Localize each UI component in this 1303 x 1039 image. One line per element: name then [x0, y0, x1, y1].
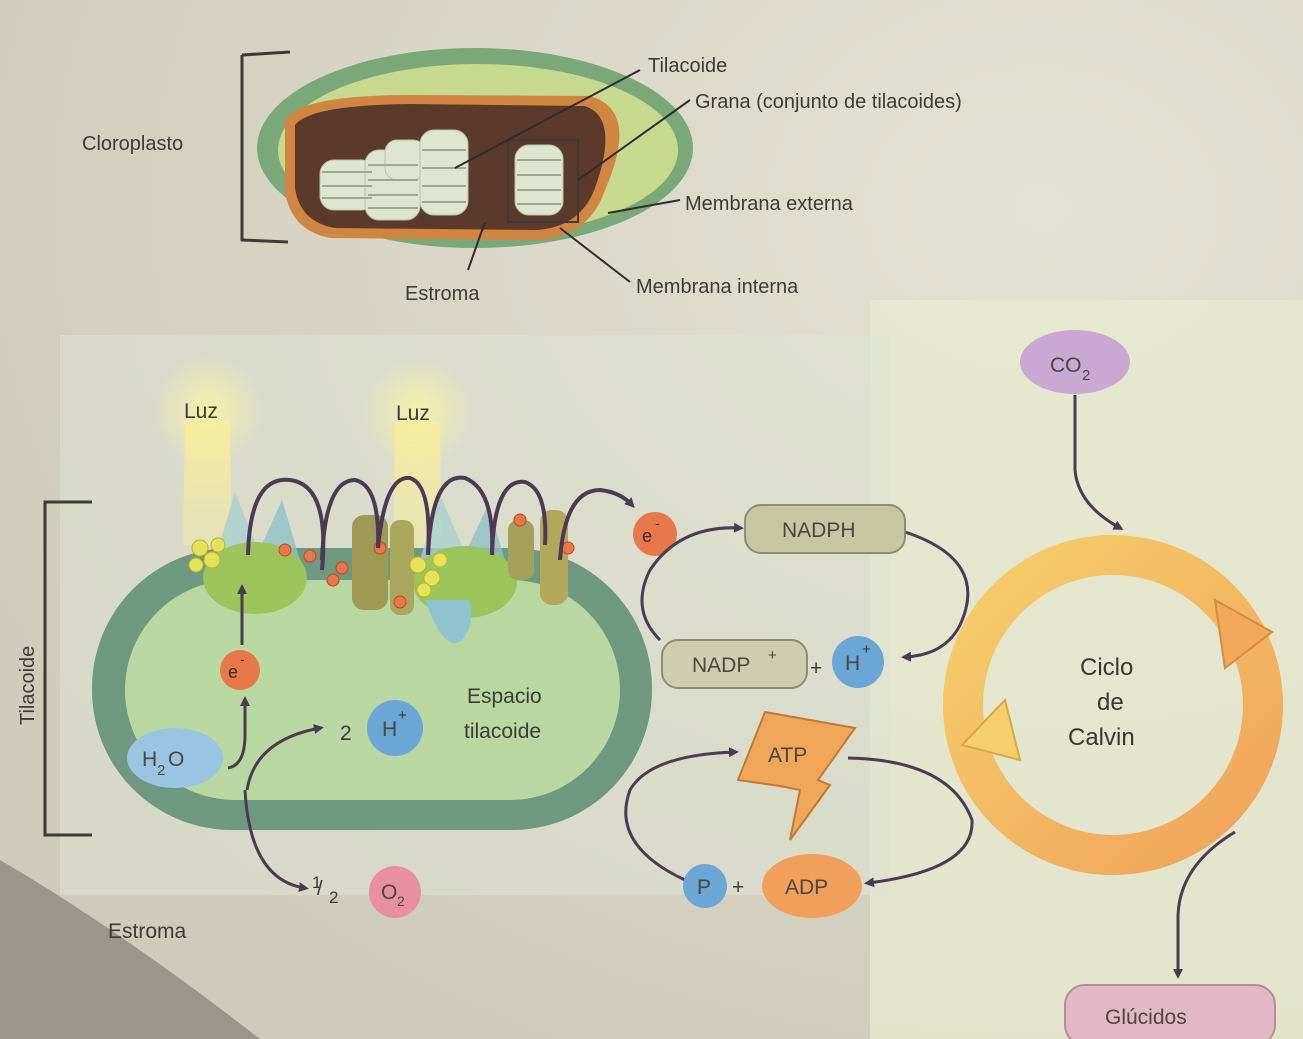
h-coefficient: 2: [340, 722, 352, 745]
nadp-sup: +: [768, 647, 777, 664]
chlorophyll-beads: [188, 537, 448, 598]
label-estroma-top: Estroma: [405, 283, 480, 305]
oxygen-sub: 2: [397, 893, 405, 909]
calvin-arrowhead-1: [1213, 598, 1274, 670]
label-espacio: Espacio: [467, 685, 542, 708]
arrow-calvin-to-glucids: [1173, 830, 1236, 979]
phosphate-circle: [683, 864, 727, 908]
electron-left-circle: [220, 650, 260, 690]
ferredoxin-shape: [425, 600, 472, 644]
water-circle: [127, 728, 223, 788]
light-glow-1: [153, 355, 263, 465]
plastoquinone-block: [508, 520, 534, 580]
light-label-1: Luz: [184, 400, 218, 423]
o2-slash: /: [317, 878, 323, 900]
arrow-atp-to-adp: [847, 756, 974, 888]
label-membrana-externa: Membrana externa: [685, 193, 854, 215]
leader-lines: [454, 69, 691, 283]
cytochrome-subunit: [390, 520, 414, 615]
chloroplast-illustration: Cloroplasto Tilacoide Grana (conjunto de…: [82, 48, 962, 305]
h-ion-right-symbol: H: [845, 652, 860, 675]
arrow-water-electron: [227, 696, 250, 770]
phosphate-label: P: [697, 876, 711, 899]
nadph-pill: [744, 504, 906, 554]
calvin-line2: de: [1097, 689, 1124, 716]
electron-right-sup: -: [655, 515, 660, 531]
grana-box: [507, 139, 579, 223]
light-reaction-products: e - NADPH NADP + + H + ATP P + ADP: [624, 504, 974, 918]
nadp-plus: +: [810, 657, 822, 680]
co2-circle: [1020, 330, 1130, 394]
nadp-label: NADP: [692, 654, 750, 677]
label-tilacoide-side: Tilacoide: [17, 646, 39, 725]
calvin-line3: Calvin: [1068, 724, 1135, 751]
arrow-adp-to-atp: [624, 747, 739, 882]
glucids-pill: [1064, 984, 1276, 1039]
calvin-panel: [870, 300, 1303, 1039]
water-sub: 2: [157, 762, 165, 779]
water-h: H: [142, 748, 157, 771]
h-ion-inner-symbol: H: [382, 718, 397, 741]
atp-label: ATP: [768, 744, 807, 767]
light-beam-1: [183, 420, 232, 545]
oxygen-symbol: O: [381, 881, 397, 904]
electron-left-symbol: e: [228, 662, 238, 682]
light-label-2: Luz: [396, 402, 430, 425]
label-grana: Grana (conjunto de tilacoides): [695, 91, 962, 113]
h-ion-inner-sup: +: [398, 707, 407, 724]
co2-label: CO: [1050, 354, 1082, 377]
electron-left-sup: -: [240, 651, 245, 667]
o2-denominator: 2: [329, 888, 338, 907]
label-tilacoide-top: Tilacoide: [648, 55, 727, 77]
glucids-label: Glúcidos: [1105, 1006, 1187, 1029]
label-estroma-bottom: Estroma: [108, 920, 187, 943]
oxygen-circle: [369, 866, 421, 918]
arrow-nadph-to-calvin: [901, 530, 970, 662]
calvin-cycle: CO 2 Ciclo de Calvin Glúcidos: [943, 330, 1283, 1039]
h-ion-right-circle: [832, 636, 884, 688]
electron-hops: [246, 475, 635, 571]
calvin-ring: [943, 535, 1283, 875]
thylakoid-space: [125, 580, 620, 800]
h-ion-inner-circle: [367, 700, 423, 756]
adp-plus: +: [732, 876, 744, 899]
thylakoid-bracket: [43, 500, 92, 837]
arrow-nadp-to-nadph: [640, 522, 744, 642]
label-cloroplasto: Cloroplasto: [82, 133, 183, 155]
nadph-label: NADPH: [782, 519, 856, 542]
co2-sub: 2: [1082, 367, 1090, 384]
grana-lines: [322, 149, 561, 209]
label-membrana-interna: Membrana interna: [636, 276, 799, 298]
electron-carriers: [278, 513, 575, 609]
calvin-arrowhead-2: [960, 697, 1022, 762]
electron-right-circle: [633, 512, 677, 556]
calvin-line1: Ciclo: [1080, 654, 1133, 681]
chloroplast-bracket: [240, 50, 291, 244]
o2-numerator: 1: [312, 873, 321, 892]
arrow-to-h: [245, 724, 324, 791]
nadp-pill: [661, 639, 808, 689]
h-ion-right-sup: +: [862, 641, 871, 658]
water-o: O: [168, 748, 184, 771]
thylakoid-illustration: Tilacoide Luz Luz Espacio tilacoide: [17, 355, 652, 943]
electron-right-symbol: e: [642, 526, 652, 546]
adp-label: ADP: [785, 876, 828, 899]
arrow-co2-to-calvin: [1073, 395, 1124, 530]
photosystem-2: [203, 542, 307, 614]
atp-bolt: [736, 710, 857, 841]
arrow-to-oxygen: [243, 789, 309, 893]
adp-circle: [762, 854, 862, 918]
light-glow-2: [363, 357, 473, 467]
shadow-corner: [0, 860, 260, 1039]
antenna-3: [420, 495, 468, 560]
cytochrome-complex: [352, 515, 388, 610]
label-tilacoide-space: tilacoide: [464, 720, 541, 743]
